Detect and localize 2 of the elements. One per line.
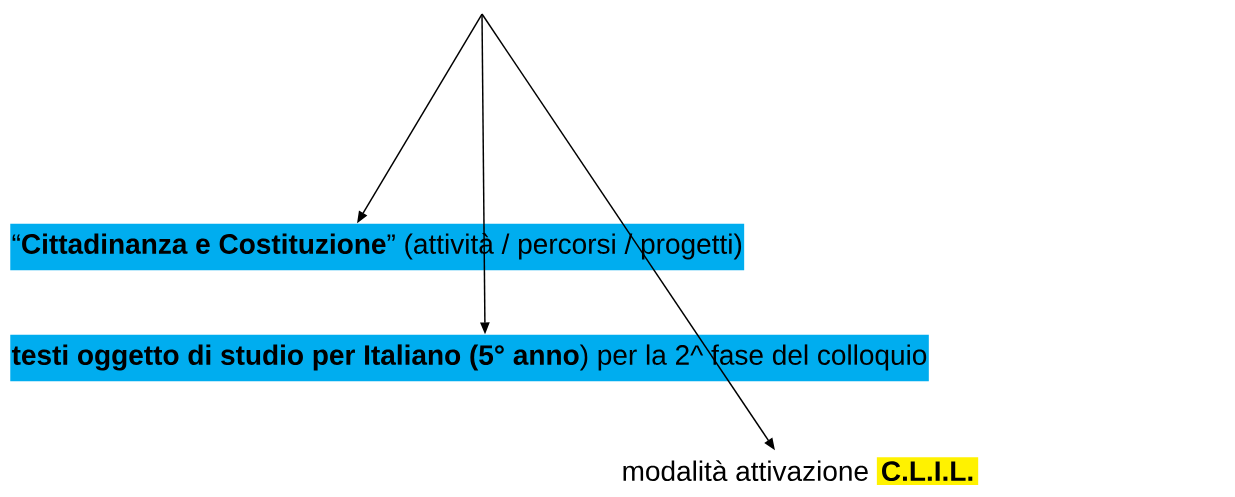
highlighted-text: C.L.I.L.: [876, 457, 979, 486]
text-line: modalità attivazione C.L.I.L.: [623, 457, 979, 486]
